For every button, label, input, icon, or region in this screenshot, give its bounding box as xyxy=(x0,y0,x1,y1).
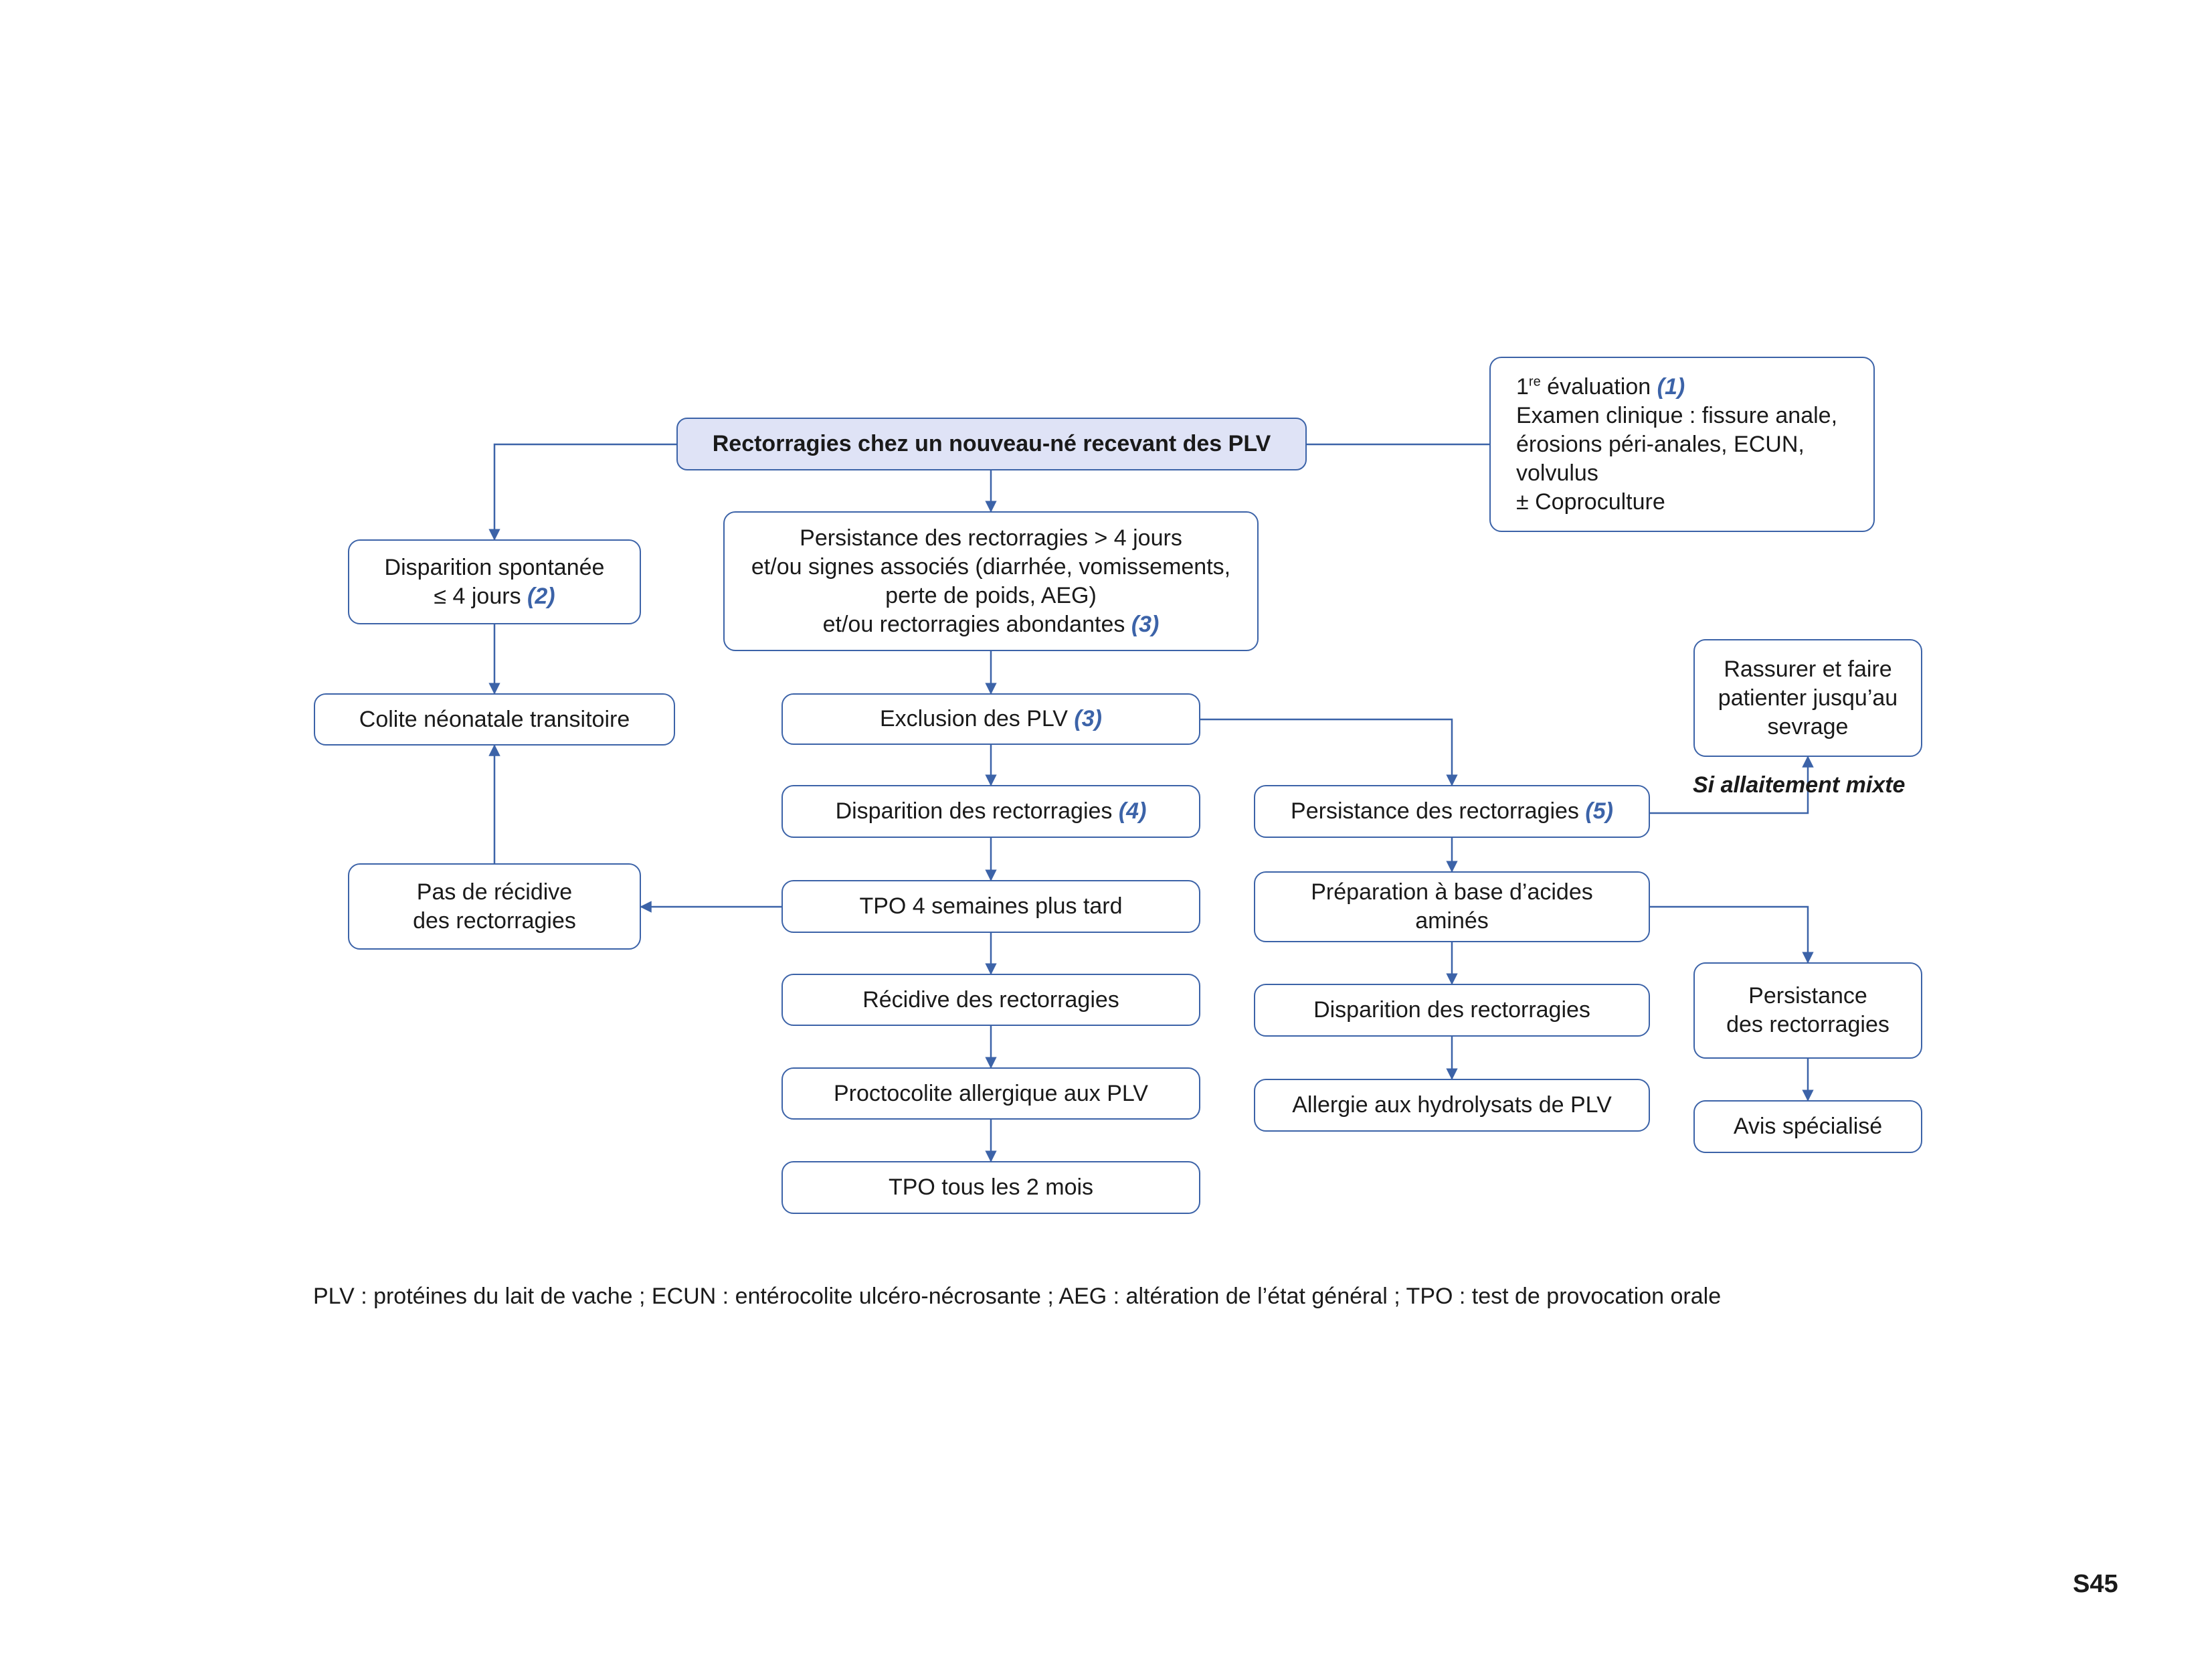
ref-4: (4) xyxy=(1118,798,1147,824)
persist3-l1: Persistance xyxy=(1748,983,1867,1009)
node-rassurer: Rassurer et faire patienter jusqu’au sev… xyxy=(1693,639,1922,757)
node-avis: Avis spécialisé xyxy=(1693,1100,1922,1153)
node-proctocolite: Proctocolite allergique aux PLV xyxy=(781,1067,1200,1120)
node-exclusion: Exclusion des PLV (3) xyxy=(781,693,1200,745)
tpo4-label: TPO 4 semaines plus tard xyxy=(859,893,1123,919)
exclusion-label: Exclusion des PLV xyxy=(880,706,1068,731)
colite-label: Colite néonatale transitoire xyxy=(359,706,630,732)
node-allergie: Allergie aux hydrolysats de PLV xyxy=(1254,1079,1650,1132)
prep-l2: aminés xyxy=(1415,908,1489,934)
eval-l2: Examen clinique : fissure anale, xyxy=(1516,402,1838,428)
rassurer-l1: Rassurer et faire xyxy=(1724,656,1892,682)
persist-main-l1: Persistance des rectorragies > 4 jours xyxy=(800,525,1182,551)
avis-label: Avis spécialisé xyxy=(1733,1114,1883,1139)
rassurer-l3: sevrage xyxy=(1767,713,1849,739)
label-allaitement-mixte: Si allaitement mixte xyxy=(1693,772,1906,798)
pasrec-l2: des rectorragies xyxy=(413,907,576,934)
node-tpo2: TPO tous les 2 mois xyxy=(781,1161,1200,1214)
footnote-abbreviations: PLV : protéines du lait de vache ; ECUN … xyxy=(313,1284,1722,1309)
recidive-label: Récidive des rectorragies xyxy=(862,986,1119,1013)
node-recidive: Récidive des rectorragies xyxy=(781,974,1200,1026)
node-colite: Colite néonatale transitoire xyxy=(314,693,675,746)
eval-l1-sup: re xyxy=(1528,374,1541,389)
persist-main-l3: perte de poids, AEG) xyxy=(885,582,1097,608)
arrow-exclusion-to-pers5 xyxy=(1200,718,1458,786)
ref-1: (1) xyxy=(1657,373,1685,400)
persist-main-l4: et/ou rectorragies abondantes xyxy=(822,611,1125,637)
persist-main-l2: et/ou signes associés (diarrhée, vomisse… xyxy=(751,553,1231,580)
arrow-pers5-to-rassurer xyxy=(1650,756,1814,814)
procto-label: Proctocolite allergique aux PLV xyxy=(834,1080,1148,1106)
ref-5: (5) xyxy=(1585,798,1613,824)
eval-l3: érosions péri-anales, ECUN, xyxy=(1516,431,1805,457)
node-spont: Disparition spontanée ≤ 4 jours (2) xyxy=(348,539,641,624)
ref-3b: (3) xyxy=(1074,706,1102,731)
tpo2-label: TPO tous les 2 mois xyxy=(888,1174,1094,1200)
node-pers5: Persistance des rectorragies (5) xyxy=(1254,785,1650,838)
node-start-label: Rectorragies chez un nouveau-né recevant… xyxy=(712,431,1271,456)
prep-l1: Préparation à base d’acides xyxy=(1311,879,1593,905)
rassurer-l2: patienter jusqu’au xyxy=(1718,685,1898,711)
arrow-start-to-spont xyxy=(488,443,676,541)
node-persist-main: Persistance des rectorragies > 4 jours e… xyxy=(723,511,1259,651)
node-eval: 1re évaluation (1) Examen clinique : fis… xyxy=(1489,357,1875,532)
spont-l2: ≤ 4 jours xyxy=(434,583,521,609)
node-persist3: Persistance des rectorragies xyxy=(1693,962,1922,1059)
eval-l4: volvulus xyxy=(1516,460,1598,486)
disp2-label: Disparition des rectorragies xyxy=(1313,997,1590,1023)
eval-l1-pre: 1 xyxy=(1516,373,1529,400)
node-disp4: Disparition des rectorragies (4) xyxy=(781,785,1200,838)
eval-l5: ± Coproculture xyxy=(1516,489,1665,515)
disp4-label: Disparition des rectorragies xyxy=(835,798,1113,824)
spont-l1: Disparition spontanée xyxy=(384,554,605,580)
node-pas-recidive: Pas de récidive des rectorragies xyxy=(348,863,641,950)
pers5-label: Persistance des rectorragies xyxy=(1291,798,1579,824)
arrow-prep-to-persist3 xyxy=(1650,905,1814,964)
allergie-label: Allergie aux hydrolysats de PLV xyxy=(1292,1092,1612,1118)
node-preparation: Préparation à base d’acides aminés xyxy=(1254,871,1650,942)
ref-2: (2) xyxy=(527,583,555,609)
eval-l1-post: évaluation xyxy=(1540,373,1651,400)
ref-3a: (3) xyxy=(1131,611,1160,637)
node-start: Rectorragies chez un nouveau-né recevant… xyxy=(676,418,1307,470)
persist3-l2: des rectorragies xyxy=(1726,1012,1890,1037)
node-disp2: Disparition des rectorragies xyxy=(1254,984,1650,1037)
pasrec-l1: Pas de récidive xyxy=(416,879,573,905)
node-tpo4: TPO 4 semaines plus tard xyxy=(781,880,1200,933)
page-number: S45 xyxy=(2073,1570,2118,1598)
